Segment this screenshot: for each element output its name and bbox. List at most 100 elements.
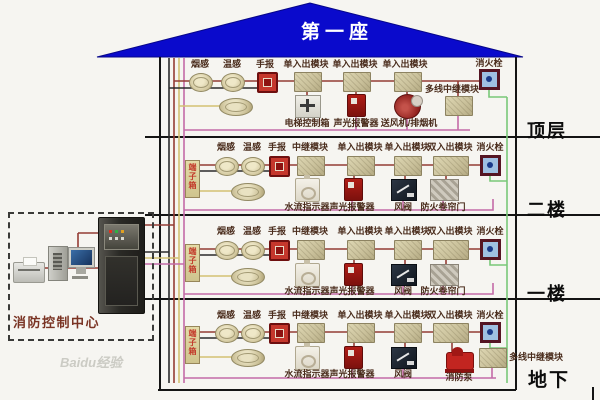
heat-detector-icon xyxy=(241,241,265,260)
air-valve-icon xyxy=(391,179,417,201)
dual-io-module-label: 双入出模块 xyxy=(427,310,473,320)
building-outline xyxy=(145,57,600,400)
io-module-icon xyxy=(394,156,422,176)
fire-pump-label: 消防泵 xyxy=(445,372,473,382)
relay-module-icon xyxy=(297,323,325,343)
fire-shutter-icon xyxy=(430,264,459,286)
io-module-label: 单入出模块 xyxy=(384,226,430,236)
dual-io-module-label: 双入出模块 xyxy=(427,226,473,236)
control-center-label: 消防控制中心 xyxy=(13,315,101,330)
terminal-box-label: 端子箱 xyxy=(188,329,197,356)
manual-call-point-icon xyxy=(269,323,290,344)
io-module-icon xyxy=(394,72,422,92)
smoke-detector-oval-icon xyxy=(219,98,253,116)
monitor-stand xyxy=(72,276,88,279)
water-flow-indicator-icon xyxy=(295,343,320,370)
io-module-icon xyxy=(347,240,375,260)
smoke-detector-icon xyxy=(215,157,239,176)
smoke-detector-oval-icon xyxy=(231,268,265,286)
heat-detector-label: 温感 xyxy=(242,226,262,236)
heat-detector-label: 温感 xyxy=(242,310,262,320)
heat-detector-label: 温感 xyxy=(242,142,262,152)
water-flow-indicator-label: 水流指示器 xyxy=(284,202,330,212)
io-module-label: 单入出模块 xyxy=(337,226,383,236)
terminal-box: 端子箱 xyxy=(185,160,200,198)
dual-io-module-label: 双入出模块 xyxy=(427,142,473,152)
hydrant-label: 消火栓 xyxy=(476,310,504,320)
hydrant-button-icon xyxy=(479,69,500,90)
io-module-label: 单入出模块 xyxy=(382,59,428,69)
hydrant-button-icon xyxy=(480,239,501,260)
dual-io-module-icon xyxy=(433,240,469,260)
relay-module-icon xyxy=(297,156,325,176)
relay-module-label: 中继模块 xyxy=(291,310,329,320)
fire-shutter-label: 防火卷帘门 xyxy=(420,202,466,212)
multi-line-relay-module-label: 多线中继模块 xyxy=(424,84,480,94)
multi-line-relay-module-icon xyxy=(479,348,507,368)
io-module-icon xyxy=(343,72,371,92)
sound-light-alarm-label: 声光报警器 xyxy=(333,118,379,128)
multi-line-relay-module-icon xyxy=(445,96,473,116)
heat-detector-icon xyxy=(221,73,245,92)
water-flow-indicator-label: 水流指示器 xyxy=(284,286,330,296)
io-module-label: 单入出模块 xyxy=(337,310,383,320)
hydrant-button-icon xyxy=(480,322,501,343)
smoke-detector-label: 烟感 xyxy=(216,226,236,236)
hydrant-button-icon xyxy=(480,155,501,176)
floor-label-first: 一楼 xyxy=(527,284,567,304)
roof-shape xyxy=(96,2,524,58)
water-flow-indicator-icon xyxy=(295,175,320,202)
sound-light-alarm-label: 声光报警器 xyxy=(329,286,375,296)
io-module-label: 单入出模块 xyxy=(283,59,329,69)
heat-detector-icon xyxy=(241,157,265,176)
air-valve-label: 风阀 xyxy=(393,286,413,296)
relay-module-label: 中继模块 xyxy=(291,226,329,236)
smoke-detector-icon xyxy=(215,241,239,260)
air-valve-icon xyxy=(391,264,417,286)
floor-label-second: 二楼 xyxy=(527,200,567,220)
air-valve-label: 风阀 xyxy=(393,202,413,212)
sound-light-alarm-label: 声光报警器 xyxy=(329,369,375,379)
sound-light-alarm-icon xyxy=(344,178,363,201)
io-module-label: 单入出模块 xyxy=(332,59,378,69)
terminal-box: 端子箱 xyxy=(185,244,200,282)
manual-call-point-icon xyxy=(257,72,278,93)
building-title: 第一座 xyxy=(300,22,373,43)
terminal-box-label: 端子箱 xyxy=(188,163,197,190)
riser-bus-wires xyxy=(168,58,185,383)
fan-unit-icon xyxy=(394,94,423,119)
fan-unit-label: 送风机/排烟机 xyxy=(380,118,438,128)
io-module-icon xyxy=(394,240,422,260)
terminal-box-label: 端子箱 xyxy=(188,247,197,274)
cabinet-panel xyxy=(104,224,139,250)
manual-call-point-label: 手报 xyxy=(267,310,287,320)
dual-io-module-icon xyxy=(433,323,469,343)
multi-line-relay-module-label: 多线中继模块 xyxy=(508,352,564,362)
manual-call-point-label: 手报 xyxy=(267,226,287,236)
io-module-icon xyxy=(347,323,375,343)
io-module-icon xyxy=(347,156,375,176)
monitor-icon xyxy=(68,247,95,274)
relay-module-label: 中继模块 xyxy=(291,142,329,152)
watermark: Baidu经验 xyxy=(60,355,123,370)
smoke-detector-icon xyxy=(189,73,213,92)
hydrant-label: 消火栓 xyxy=(476,226,504,236)
sound-light-alarm-label: 声光报警器 xyxy=(329,202,375,212)
hydrant-label: 消火栓 xyxy=(475,58,503,68)
manual-call-point-icon xyxy=(269,156,290,177)
fire-pump-icon xyxy=(445,347,474,373)
water-flow-indicator-label: 水流指示器 xyxy=(284,369,330,379)
floor-label-basement: 地下 xyxy=(528,370,571,391)
io-module-label: 单入出模块 xyxy=(337,142,383,152)
control-cabinet-icon xyxy=(98,217,145,314)
io-module-label: 单入出模块 xyxy=(384,310,430,320)
fire-shutter-icon xyxy=(430,179,459,201)
air-valve-label: 风阀 xyxy=(393,369,413,379)
hydrant-label: 消火栓 xyxy=(476,142,504,152)
elevator-control-box-label: 电梯控制箱 xyxy=(284,118,330,128)
io-module-label: 单入出模块 xyxy=(384,142,430,152)
io-module-icon xyxy=(394,323,422,343)
manual-call-point-icon xyxy=(269,240,290,261)
